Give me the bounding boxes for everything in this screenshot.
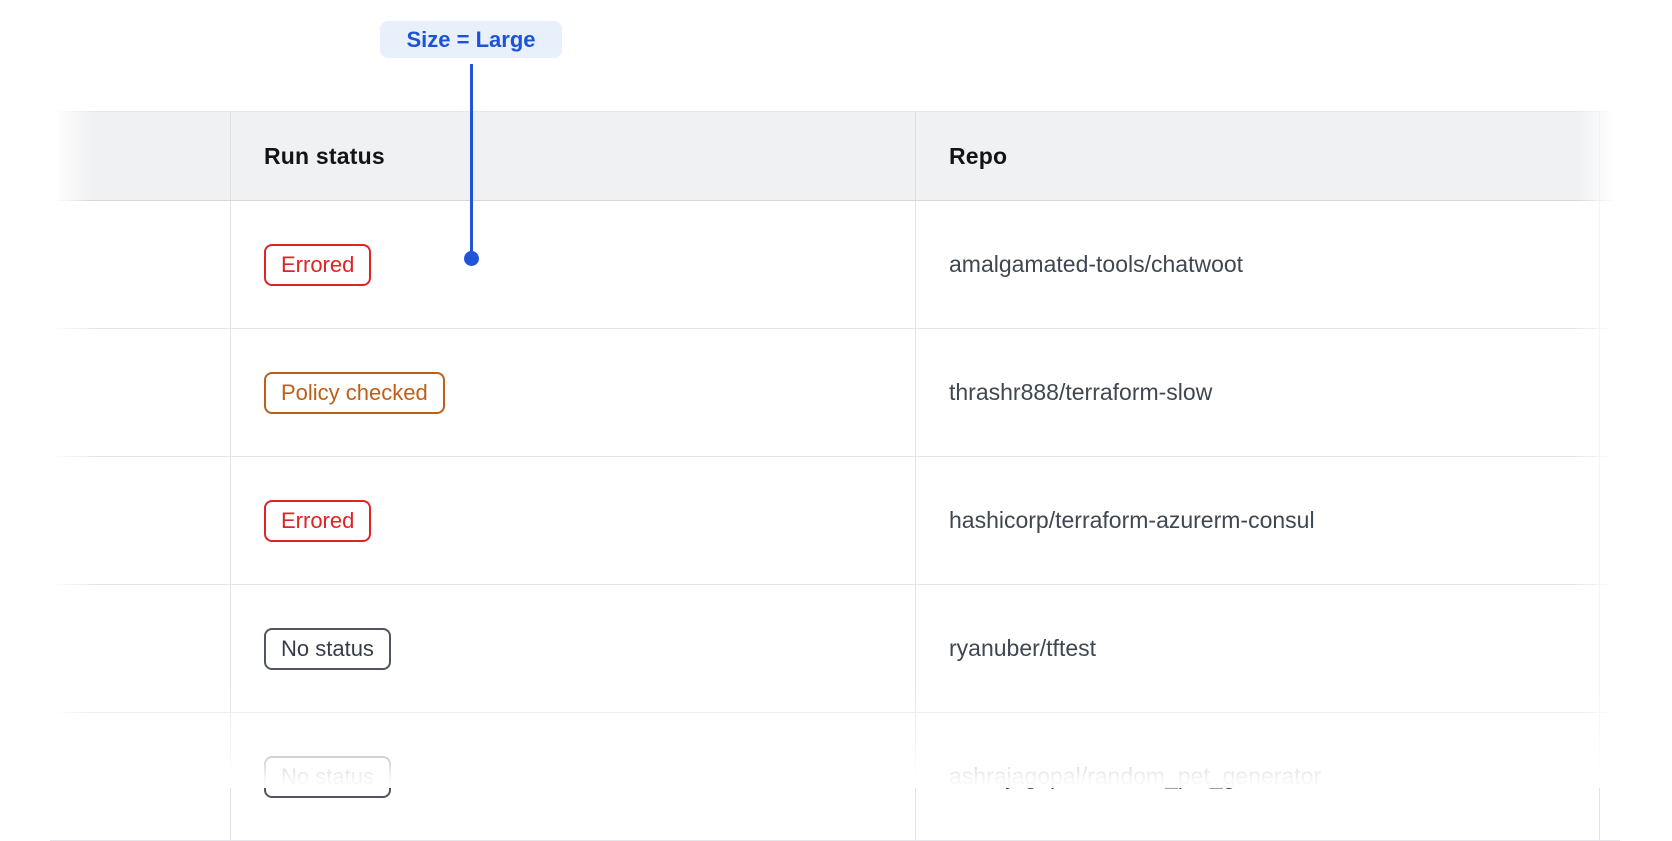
row-cell-partial: [1600, 457, 1633, 584]
header-cell-run-status: Run status: [231, 112, 916, 200]
repo-column-header: Repo: [949, 142, 1008, 169]
table-row[interactable]: Policy checked thrashr888/terraform-slow: [50, 329, 1620, 457]
table-row[interactable]: Errored hashicorp/terraform-azurerm-consu…: [50, 457, 1620, 585]
annotation-pointer-line: [470, 64, 473, 259]
row-cell-partial: [1600, 585, 1633, 712]
row-cell-partial: [1600, 329, 1633, 456]
table-header-row: Run status Repo: [50, 111, 1620, 201]
table-row[interactable]: No status ashrajagopal/random_pet_generat…: [50, 713, 1620, 841]
header-cell-repo: Repo: [916, 112, 1600, 200]
row-cell-repo: hashicorp/terraform-azurerm-consul: [916, 457, 1600, 584]
run-status-badge: Errored: [264, 499, 372, 542]
size-annotation-label: Size = Large: [380, 21, 562, 58]
header-cell-blank: [50, 112, 231, 200]
table-row[interactable]: Errored amalgamated-tools/chatwoot: [50, 201, 1620, 329]
row-cell-run-status: Errored: [231, 201, 916, 328]
row-cell-run-status: Errored: [231, 457, 916, 584]
size-annotation-text: Size = Large: [406, 26, 536, 52]
run-status-badge: Policy checked: [264, 371, 445, 414]
row-cell-repo: ryanuber/tftest: [916, 585, 1600, 712]
run-status-badge: No status: [264, 755, 391, 798]
row-cell-run-status: Policy checked: [231, 329, 916, 456]
row-cell-blank: [50, 329, 231, 456]
annotation-pointer-dot: [464, 251, 479, 266]
header-cell-partial: [1600, 112, 1633, 200]
repo-name: amalgamated-tools/chatwoot: [949, 251, 1244, 277]
repo-name: hashicorp/terraform-azurerm-consul: [949, 507, 1315, 533]
row-cell-blank: [50, 585, 231, 712]
row-cell-blank: [50, 457, 231, 584]
runs-table: Run status Repo Errored amalgamated-tools…: [50, 111, 1620, 841]
repo-name: thrashr888/terraform-slow: [949, 379, 1213, 405]
repo-name: ryanuber/tftest: [949, 635, 1097, 661]
repo-name: ashrajagopal/random_pet_generator: [949, 763, 1322, 789]
row-cell-blank: [50, 201, 231, 328]
row-cell-partial: [1600, 201, 1633, 328]
run-status-badge: No status: [264, 627, 391, 670]
row-cell-blank: [50, 713, 231, 840]
run-status-badge: Errored: [264, 243, 372, 286]
row-cell-repo: thrashr888/terraform-slow: [916, 329, 1600, 456]
row-cell-run-status: No status: [231, 713, 916, 840]
row-cell-repo: amalgamated-tools/chatwoot: [916, 201, 1600, 328]
row-cell-repo: ashrajagopal/random_pet_generator: [916, 713, 1600, 840]
row-cell-run-status: No status: [231, 585, 916, 712]
run-status-column-header: Run status: [264, 142, 385, 169]
table-row[interactable]: No status ryanuber/tftest: [50, 585, 1620, 713]
row-cell-partial: [1600, 713, 1633, 840]
